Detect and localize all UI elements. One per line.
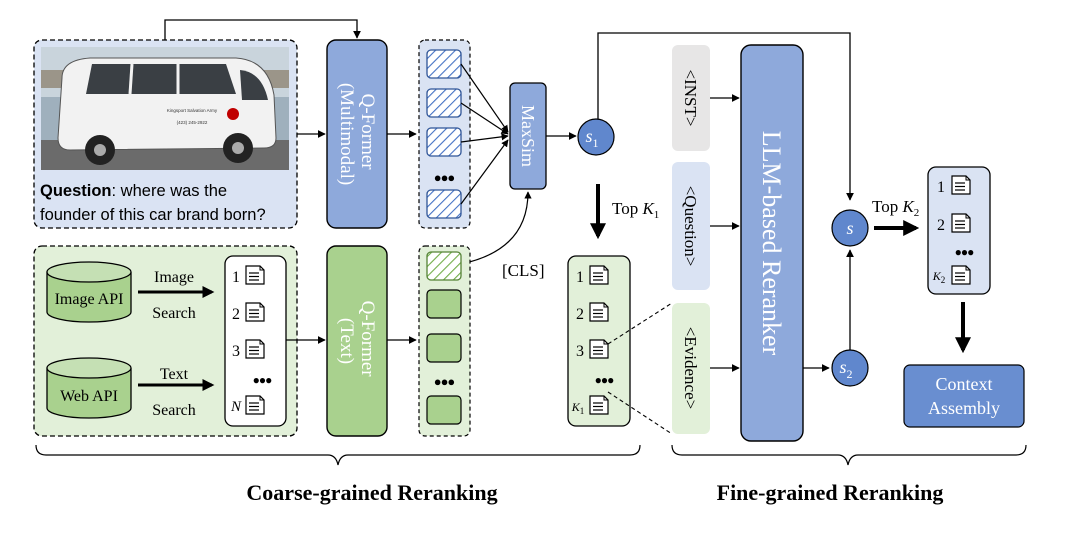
image-search-line-2: Search: [152, 305, 196, 322]
query-token-4: [426, 189, 462, 219]
topk1-doc-3-index: 3: [576, 343, 584, 360]
qformer-multimodal-label: Q-Former (Multimodal): [336, 83, 378, 185]
text-token-3: [426, 395, 462, 425]
context-assembly-line-1: Context: [936, 374, 993, 394]
retrieved-ellipsis: ●●●: [253, 373, 272, 387]
evidence-input-box: [672, 303, 710, 434]
text-token-ellipsis: ●●●: [434, 374, 455, 389]
retrieved-doc-3-index: 3: [232, 343, 240, 360]
text-search-line-1: Text: [160, 366, 189, 383]
topk2-ellipsis: ●●●: [955, 245, 974, 259]
context-assembly-line-2: Assembly: [928, 398, 1000, 418]
document-icon: [245, 265, 265, 285]
coarse-section-brace: [35, 444, 641, 466]
question-input-label: <Question>: [681, 186, 700, 267]
topk1-ellipsis: ●●●: [595, 373, 614, 387]
topk2-doc-k2-index: K2: [932, 269, 946, 285]
document-icon: [951, 213, 971, 233]
topk1-doc-2-index: 2: [576, 306, 584, 323]
text-token-2: [426, 333, 462, 363]
cls-token: [426, 251, 462, 281]
image-search-line-1: Image: [154, 269, 194, 286]
document-icon: [589, 265, 609, 285]
fine-section-brace: [671, 444, 1027, 466]
document-icon: [589, 302, 609, 322]
maxsim-label: MaxSim: [518, 105, 538, 167]
score-s-label: s: [846, 218, 853, 238]
coarse-section-title: Coarse-grained Reranking: [246, 480, 497, 505]
fine-section-title: Fine-grained Reranking: [717, 480, 944, 505]
context-assembly-box: [903, 364, 1025, 428]
text-search-line-2: Search: [152, 402, 196, 419]
top-k2-label: Top K2: [872, 197, 919, 219]
inst-input-label: <INST>: [681, 70, 700, 127]
document-icon: [245, 395, 265, 415]
qformer-text-label: Q-Former (Text): [336, 301, 378, 382]
retrieved-doc-1-index: 1: [232, 269, 240, 286]
topk2-doc-2-index: 2: [937, 217, 945, 234]
query-token-3: [426, 127, 462, 157]
web-api-label: Web API: [60, 388, 118, 405]
document-icon: [245, 339, 265, 359]
topk1-doc-1-index: 1: [576, 269, 584, 286]
inst-input-box: [672, 45, 710, 151]
text-token-1: [426, 289, 462, 319]
question-line-2: founder of this car brand born?: [40, 206, 266, 224]
image-api-label: Image API: [55, 291, 124, 308]
document-icon: [589, 339, 609, 359]
question-label: Question: [40, 182, 112, 200]
query-token-2: [426, 88, 462, 118]
van-text-line-2: (423) 245-2922: [177, 120, 208, 125]
llm-reranker-label: LLM-based Reranker: [757, 131, 786, 356]
evidence-input-label: <Evidence>: [681, 327, 700, 409]
image-api-database: Image API: [46, 261, 132, 323]
retrieved-doc-n-index: N: [230, 399, 242, 415]
document-icon: [589, 395, 609, 415]
question-line-1: Question: where was the: [40, 182, 227, 200]
score-s1-label: s1: [585, 126, 598, 150]
van-photo: Kingsport Salvation Army (423) 245-2922: [41, 47, 289, 170]
topk1-doc-k1-index: K1: [571, 400, 585, 416]
question-text-1: : where was the: [112, 182, 228, 200]
llm-reranker-box: [740, 44, 804, 442]
van-text-line-1: Kingsport Salvation Army: [167, 108, 218, 113]
score-s-node: [831, 209, 869, 247]
score-s2-label: s2: [839, 357, 852, 381]
top-k1-label: Top K1: [612, 199, 659, 221]
cls-label: [CLS]: [502, 261, 545, 280]
document-icon: [951, 265, 971, 285]
query-token-1: [426, 49, 462, 79]
question-input-box: [672, 162, 710, 290]
qformer-text-box: [326, 245, 388, 437]
score-s1-node: [577, 118, 615, 156]
document-icon: [951, 175, 971, 195]
retrieved-doc-2-index: 2: [232, 306, 240, 323]
document-icon: [245, 302, 265, 322]
web-api-database: Web API: [46, 357, 132, 419]
topk2-doc-1-index: 1: [937, 179, 945, 196]
query-token-ellipsis: ●●●: [434, 170, 455, 185]
